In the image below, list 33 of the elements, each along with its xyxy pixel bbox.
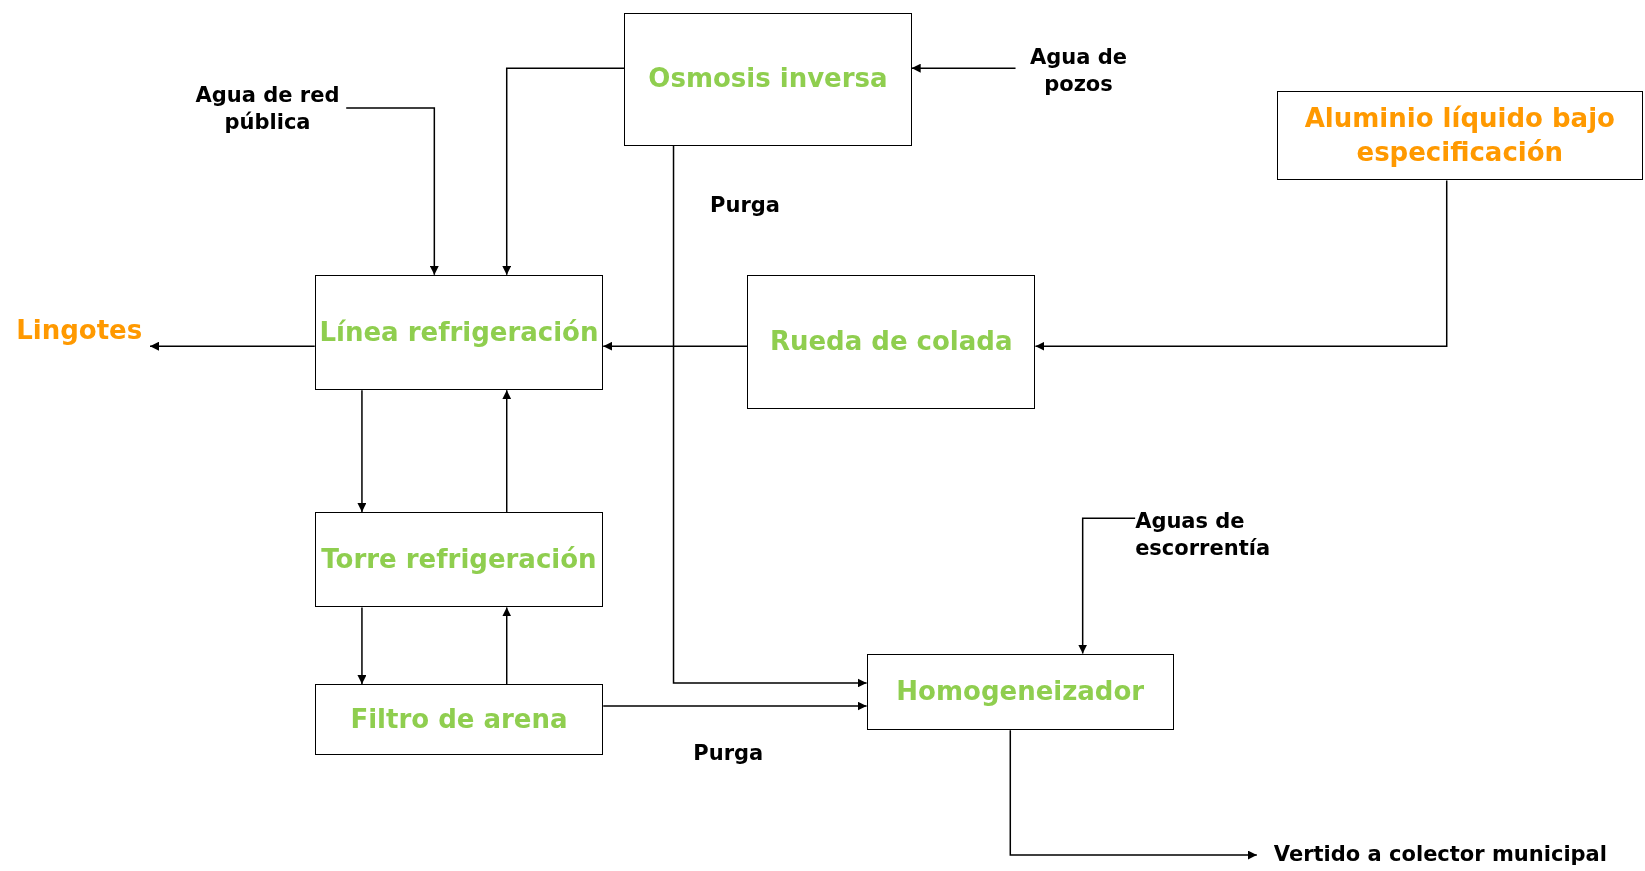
arrow <box>1078 517 1136 655</box>
process-label: Línea refrigeración <box>319 315 599 349</box>
arrow <box>672 145 868 688</box>
arrow <box>502 389 512 513</box>
arrow <box>357 389 367 513</box>
process-box <box>314 274 604 391</box>
arrow <box>602 701 868 711</box>
process-box <box>746 274 1036 410</box>
process-label: Homogeneizador <box>896 675 1145 708</box>
process-box <box>624 12 912 146</box>
text-label: Agua de pozos <box>1028 44 1128 99</box>
text-label: Aguas de escorrentía <box>1135 507 1272 563</box>
arrow <box>502 67 625 276</box>
arrow <box>1034 179 1448 351</box>
process-label: Osmosis inversa <box>648 62 888 96</box>
text-label: Lingotes <box>16 313 143 347</box>
arrow <box>345 107 439 276</box>
arrow <box>149 341 316 351</box>
process-label: Aluminio líquido bajo especificación <box>1303 102 1616 169</box>
process-box <box>866 653 1174 731</box>
process-label: Torre refrigeración <box>321 542 597 576</box>
arrow <box>502 606 512 685</box>
arrow <box>1009 729 1258 860</box>
arrow <box>602 341 748 351</box>
process-box <box>1276 91 1643 181</box>
process-box <box>314 511 604 608</box>
process-label: Rueda de colada <box>769 325 1013 359</box>
text-label: Agua de red pública <box>194 81 341 137</box>
process-box <box>314 684 604 756</box>
process-label: Filtro de arena <box>350 702 568 736</box>
arrow <box>910 63 1017 73</box>
arrow <box>357 606 367 685</box>
text-label: Vertido a colector municipal <box>1273 841 1607 869</box>
